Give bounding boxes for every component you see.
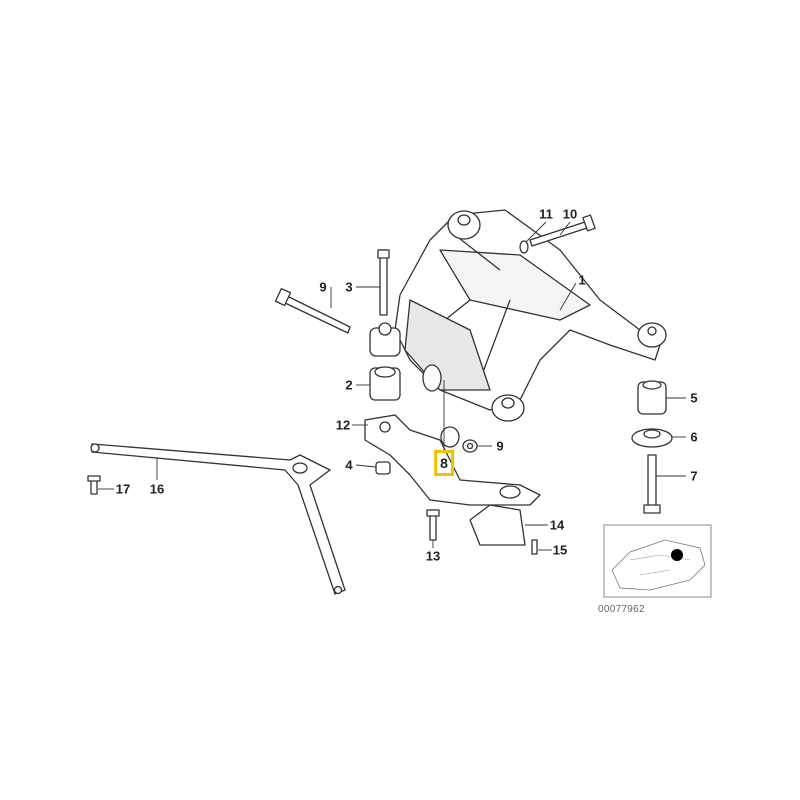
bolt-9 bbox=[282, 294, 351, 334]
callout-14[interactable]: 14 bbox=[549, 517, 565, 533]
bushing-8 bbox=[440, 426, 460, 448]
callout-5[interactable]: 5 bbox=[690, 390, 698, 406]
diagram-code: 00077962 bbox=[598, 604, 645, 615]
bolt-15 bbox=[531, 539, 538, 555]
callout-1[interactable]: 1 bbox=[578, 272, 586, 288]
callout-7[interactable]: 7 bbox=[690, 468, 698, 484]
leader-lines bbox=[98, 221, 686, 551]
callout-12[interactable]: 12 bbox=[335, 417, 351, 433]
callout-9-washer[interactable]: 9 bbox=[496, 438, 504, 454]
callout-2[interactable]: 2 bbox=[345, 377, 353, 393]
bolt-3 bbox=[379, 249, 388, 316]
bolt-7 bbox=[647, 454, 657, 511]
strut-brace-16 bbox=[91, 443, 346, 595]
mount-14 bbox=[469, 504, 526, 546]
callout-13[interactable]: 13 bbox=[425, 548, 441, 564]
callout-3[interactable]: 3 bbox=[345, 279, 353, 295]
callout-8-highlighted[interactable]: 8 bbox=[434, 450, 454, 476]
callout-16[interactable]: 16 bbox=[149, 481, 165, 497]
callout-11[interactable]: 11 bbox=[539, 206, 553, 222]
callout-15[interactable]: 15 bbox=[552, 542, 568, 558]
nut-4 bbox=[375, 461, 391, 475]
callout-17[interactable]: 17 bbox=[115, 481, 131, 497]
vehicle-location-inset bbox=[603, 524, 712, 598]
callout-4[interactable]: 4 bbox=[345, 457, 353, 473]
callout-6[interactable]: 6 bbox=[690, 429, 698, 445]
washer-11 bbox=[519, 240, 529, 254]
callout-10[interactable]: 10 bbox=[562, 206, 578, 222]
callout-9-bolt[interactable]: 9 bbox=[319, 279, 327, 295]
bracket-12 bbox=[364, 414, 541, 506]
